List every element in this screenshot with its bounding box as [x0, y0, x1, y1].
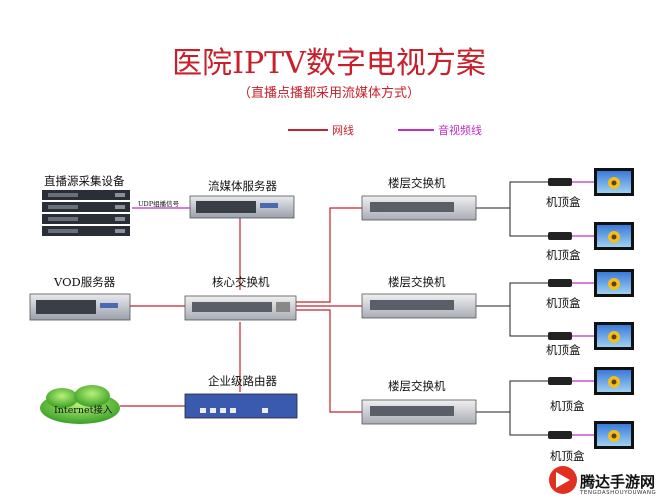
brand-sub: TENGDASHOUYOUWANG — [580, 490, 657, 496]
streaming-server — [189, 195, 295, 219]
label-stb-6: 机顶盒 — [550, 449, 585, 463]
legend-network-label: 网线 — [332, 124, 354, 137]
label-vod-server: VOD服务器 — [54, 275, 116, 289]
legend-network-line — [288, 129, 328, 131]
legend-av-line — [398, 129, 434, 131]
stb-boxes — [548, 178, 572, 439]
label-streaming-server: 流媒体服务器 — [208, 179, 277, 193]
label-floor-switch-1: 楼层交换机 — [388, 176, 446, 190]
internet-cloud — [40, 385, 120, 424]
label-stb-2: 机顶盒 — [546, 248, 581, 262]
floor-switch-2 — [361, 293, 477, 319]
floor-switch-3 — [361, 399, 477, 425]
label-router: 企业级路由器 — [208, 374, 277, 388]
label-stb-1: 机顶盒 — [546, 195, 581, 209]
diagram-subtitle: （直播点播都采用流媒体方式） — [237, 86, 420, 101]
vod-server — [29, 293, 131, 321]
tv-screens — [594, 168, 634, 449]
label-floor-switch-2: 楼层交换机 — [388, 275, 446, 289]
label-floor-switch-3: 楼层交换机 — [388, 379, 446, 393]
legend-av-label: 音视频线 — [438, 124, 482, 137]
network-links — [120, 207, 362, 413]
live-source-equipment — [42, 190, 130, 236]
label-udp-signal: UDP组播信号 — [138, 200, 180, 208]
label-internet: Internet接入 — [54, 405, 113, 416]
diagram-title: 医院IPTV数字电视方案 — [172, 46, 486, 81]
label-stb-4: 机顶盒 — [546, 343, 581, 357]
label-stb-5: 机顶盒 — [550, 399, 585, 413]
floor-switch-1 — [361, 195, 477, 221]
brand-logo-icon — [549, 466, 577, 494]
label-live-source: 直播源采集设备 — [44, 174, 125, 188]
av-links — [132, 181, 594, 436]
brand-name: 腾达手游网 — [580, 473, 656, 491]
core-switch — [184, 295, 297, 321]
router — [184, 393, 298, 419]
label-core-switch: 核心交换机 — [212, 275, 270, 289]
label-stb-3: 机顶盒 — [546, 296, 581, 310]
stb-links — [476, 181, 548, 436]
